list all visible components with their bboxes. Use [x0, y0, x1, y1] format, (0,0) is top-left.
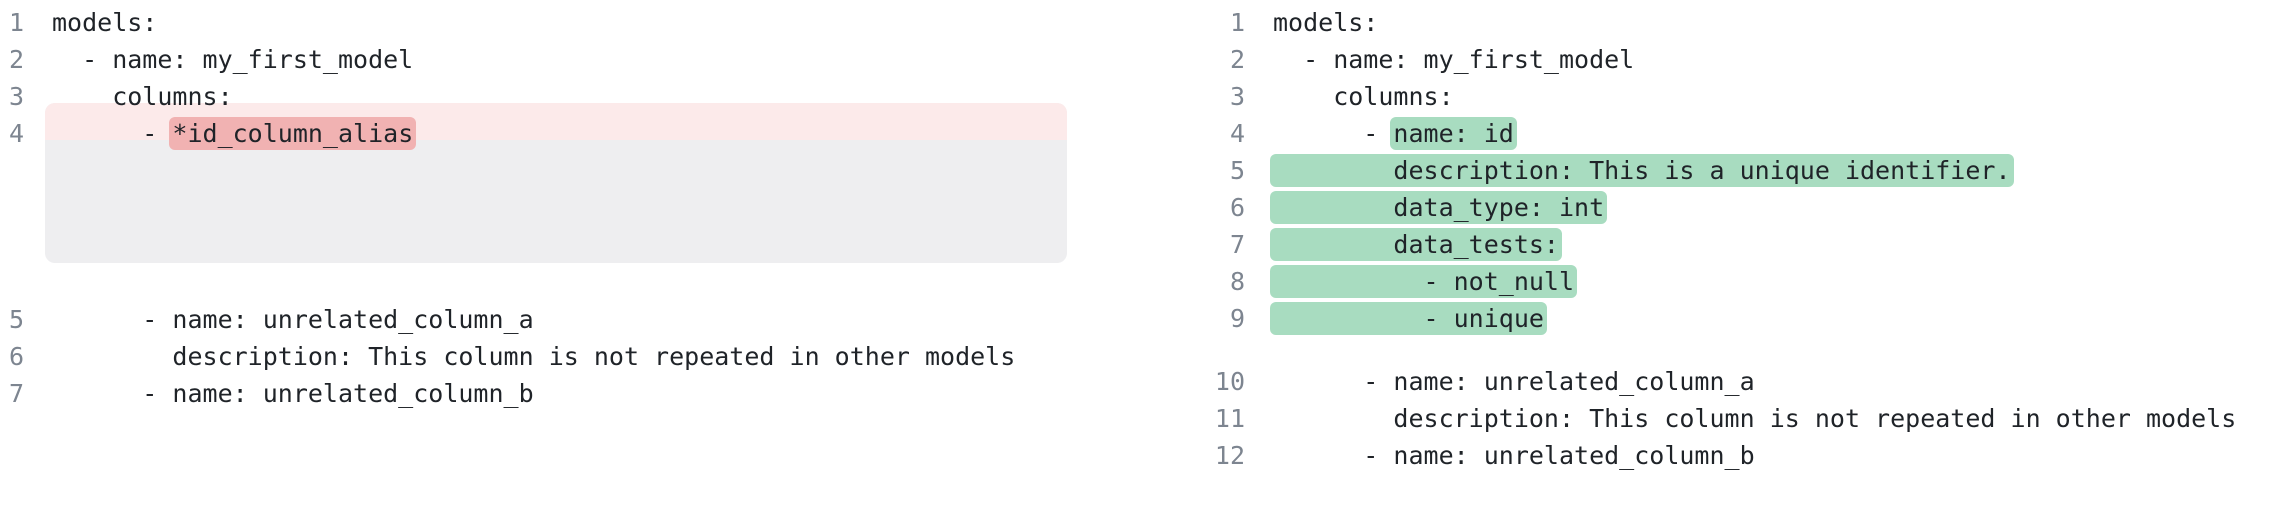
- added-token: name: id: [1390, 117, 1517, 150]
- hunk-gap: [0, 275, 1140, 301]
- hunk-gap: [1203, 337, 2278, 363]
- line-content: - *id_column_alias: [42, 115, 1140, 152]
- code-line-added[interactable]: 6 data_type: int: [1203, 189, 2278, 226]
- diff-pane-after: 1 models: 2 - name: my_first_model 3 col…: [1140, 0, 2278, 528]
- added-token: data_type: int: [1270, 191, 1608, 224]
- line-number: 5: [1229, 156, 1245, 185]
- added-token: - not_null: [1270, 265, 1578, 298]
- code-before: 1 models: 2 - name: my_first_model 3 col…: [0, 0, 1140, 412]
- line-number: 7: [1229, 230, 1245, 259]
- line-content: - name: unrelated_column_b: [52, 379, 534, 408]
- code-line[interactable]: 2 - name: my_first_model: [1203, 41, 2278, 78]
- code-line-added[interactable]: 5 description: This is a unique identifi…: [1203, 152, 2278, 189]
- line-number: 2: [8, 45, 24, 74]
- line-indent: -: [52, 119, 173, 148]
- line-content: - not_null: [1263, 263, 2278, 300]
- line-number: 6: [8, 342, 24, 371]
- hunk-filler: [0, 152, 1140, 275]
- diff-pane-before: 1 models: 2 - name: my_first_model 3 col…: [0, 0, 1140, 412]
- code-line[interactable]: 3 columns:: [0, 78, 1140, 115]
- code-line-added[interactable]: 8 - not_null: [1203, 263, 2278, 300]
- code-line[interactable]: 10 - name: unrelated_column_a: [1203, 363, 2278, 400]
- code-line-removed[interactable]: 4 - *id_column_alias: [0, 115, 1140, 152]
- added-token: - unique: [1270, 302, 1547, 335]
- line-number: 1: [8, 8, 24, 37]
- added-token: description: This is a unique identifier…: [1270, 154, 2014, 187]
- line-content: data_type: int: [1263, 189, 2278, 226]
- line-content: - name: id: [1263, 115, 2278, 152]
- line-number: 11: [1214, 404, 1245, 433]
- line-content: description: This column is not repeated…: [1273, 404, 2237, 433]
- line-number: 1: [1229, 8, 1245, 37]
- line-content: description: This is a unique identifier…: [1263, 152, 2278, 189]
- code-line-added[interactable]: 7 data_tests:: [1203, 226, 2278, 263]
- code-line[interactable]: 7 - name: unrelated_column_b: [0, 375, 1140, 412]
- line-content: models:: [52, 8, 158, 37]
- added-token: data_tests:: [1270, 228, 1562, 261]
- code-line[interactable]: 2 - name: my_first_model: [0, 41, 1140, 78]
- line-number: 5: [8, 305, 24, 334]
- line-number: 3: [1229, 82, 1245, 111]
- line-number: 9: [1229, 304, 1245, 333]
- line-number: 4: [8, 119, 24, 148]
- code-after: 1 models: 2 - name: my_first_model 3 col…: [1203, 0, 2278, 474]
- code-line[interactable]: 6 description: This column is not repeat…: [0, 338, 1140, 375]
- line-content: data_tests:: [1263, 226, 2278, 263]
- line-number: 10: [1214, 367, 1245, 396]
- line-number: 3: [8, 82, 24, 111]
- line-number: 7: [8, 379, 24, 408]
- removed-token: *id_column_alias: [169, 117, 417, 150]
- line-content: columns:: [1273, 82, 1454, 111]
- code-line[interactable]: 1 models:: [0, 4, 1140, 41]
- line-content: - name: my_first_model: [1273, 45, 1635, 74]
- line-content: - name: unrelated_column_a: [1273, 367, 1755, 396]
- line-number: 6: [1229, 193, 1245, 222]
- line-content: - name: unrelated_column_b: [1273, 441, 1755, 470]
- line-indent: -: [1273, 119, 1394, 148]
- line-number: 2: [1229, 45, 1245, 74]
- line-content: columns:: [52, 82, 233, 111]
- code-line[interactable]: 1 models:: [1203, 4, 2278, 41]
- line-content: - name: my_first_model: [52, 45, 414, 74]
- line-content: models:: [1273, 8, 1379, 37]
- line-number: 4: [1229, 119, 1245, 148]
- code-line-added[interactable]: 9 - unique: [1203, 300, 2278, 337]
- line-number: 8: [1229, 267, 1245, 296]
- code-line[interactable]: 3 columns:: [1203, 78, 2278, 115]
- code-line[interactable]: 11 description: This column is not repea…: [1203, 400, 2278, 437]
- code-line[interactable]: 5 - name: unrelated_column_a: [0, 301, 1140, 338]
- line-number: 12: [1214, 441, 1245, 470]
- line-content: - name: unrelated_column_a: [52, 305, 534, 334]
- code-line[interactable]: 12 - name: unrelated_column_b: [1203, 437, 2278, 474]
- line-content: description: This column is not repeated…: [52, 342, 1016, 371]
- code-line-added[interactable]: 4 - name: id: [1203, 115, 2278, 152]
- line-content: - unique: [1263, 300, 2278, 337]
